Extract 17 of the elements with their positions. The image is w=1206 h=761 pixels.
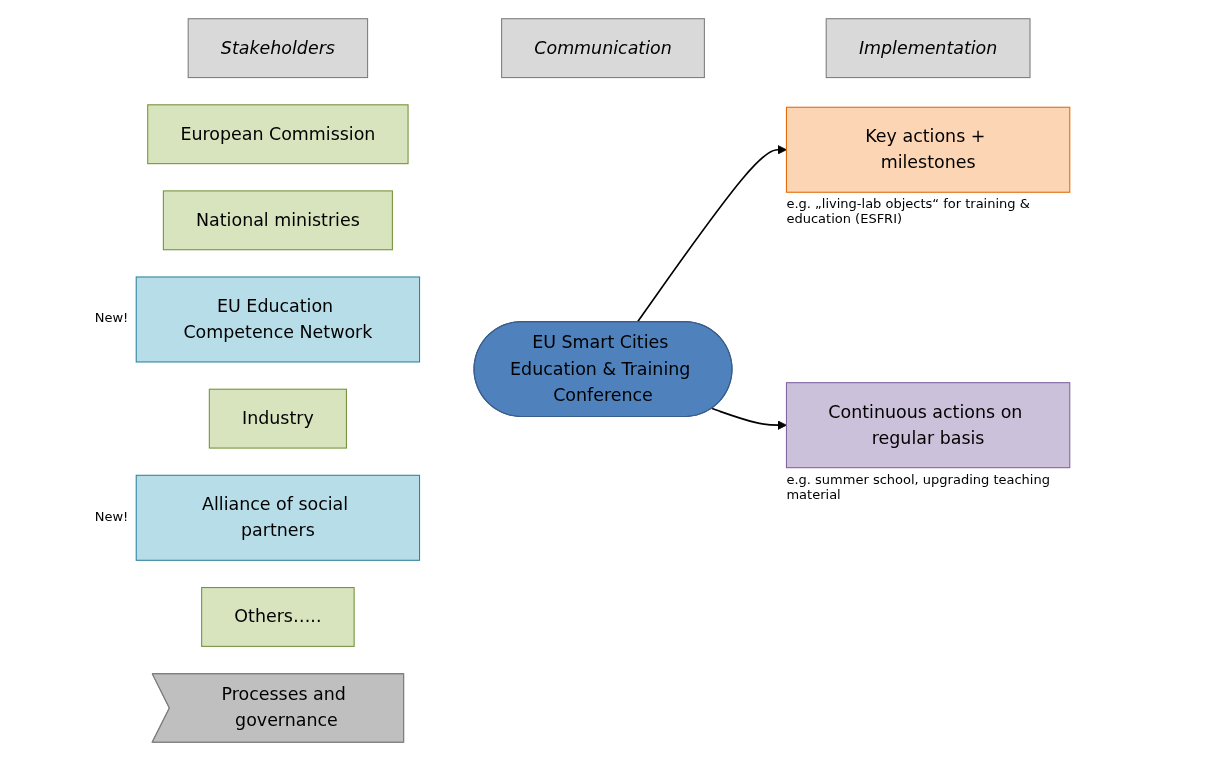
arrow <box>711 407 787 430</box>
node-box: Communication <box>501 18 705 79</box>
side-note: New! <box>94 310 129 326</box>
node-box: Others….. <box>201 587 355 647</box>
node-box: Key actions + milestones <box>785 106 1071 193</box>
node-box: Alliance of social partners <box>135 474 421 561</box>
side-note: e.g. „living-lab objects“ for training & education (ESFRI) <box>786 196 1031 227</box>
node-box: Implementation <box>825 18 1031 79</box>
side-note: e.g. summer school, upgrading teaching material <box>786 471 1051 502</box>
node-box: National ministries <box>162 190 393 251</box>
node-box: Stakeholders <box>187 18 369 79</box>
node-box: European Commission <box>147 104 409 165</box>
node-box: EU Education Competence Network <box>135 276 421 363</box>
node-box: Industry <box>208 388 347 449</box>
side-note: New! <box>94 508 129 524</box>
node-box: Continuous actions on regular basis <box>785 382 1071 469</box>
arrow <box>636 144 787 323</box>
